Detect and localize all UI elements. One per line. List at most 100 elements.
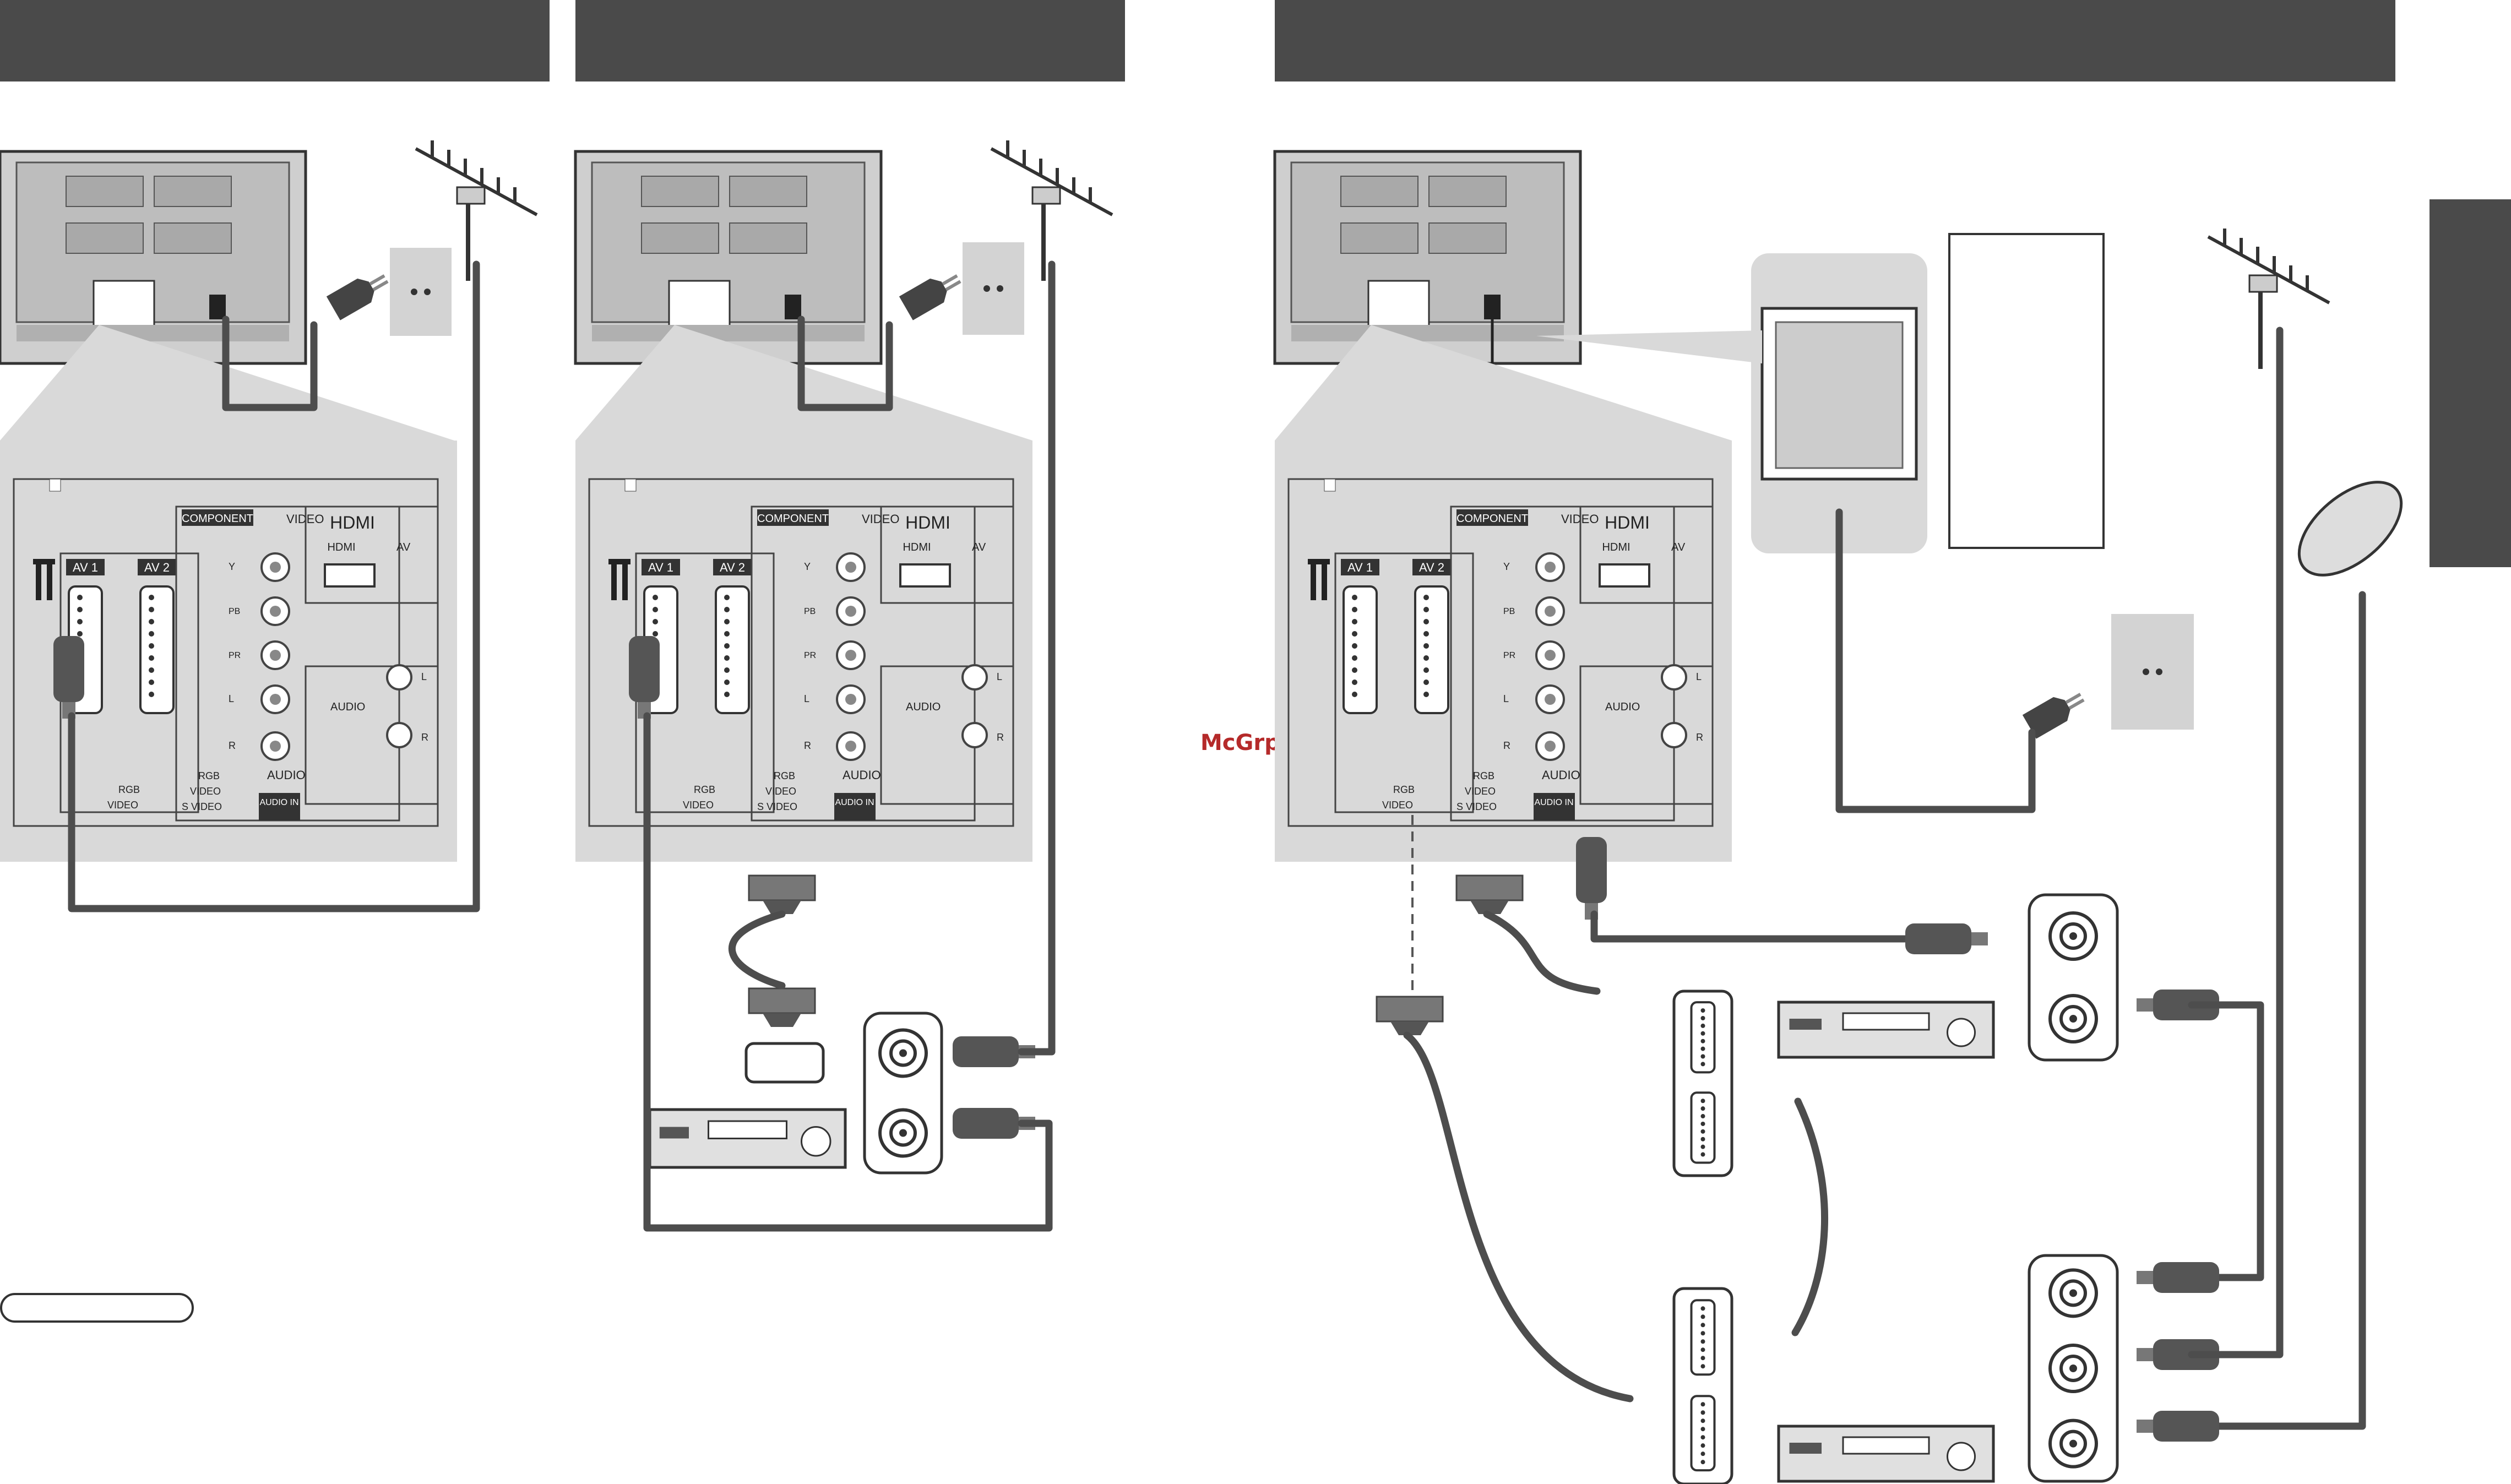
- video-label-av1: VIDEO: [683, 800, 714, 811]
- scart-pin: [1423, 680, 1429, 685]
- scart-panel-3a: [1672, 990, 1733, 1177]
- scart-pin: [653, 631, 658, 637]
- scart-pin: [1352, 643, 1357, 649]
- plug-pin: [945, 280, 961, 291]
- scart-pin: [149, 667, 154, 673]
- scart-socket-pin: [1700, 1039, 1705, 1043]
- section-header-bar-2: [575, 0, 1125, 81]
- av-label: AV: [972, 541, 986, 553]
- scart-pin: [149, 619, 154, 624]
- plug-body: [899, 278, 947, 320]
- s-video-label: S VIDEO: [1456, 801, 1497, 812]
- loop-cable-3: [2188, 1001, 2264, 1281]
- mains-plug-1: [326, 274, 389, 320]
- scart-pin: [149, 595, 154, 600]
- outlet-plate: [2111, 614, 2194, 730]
- scart-socket-pin: [1700, 1435, 1705, 1440]
- component-label-bg: [182, 509, 253, 526]
- scart-pin: [1423, 595, 1429, 600]
- scart-socket-pin: [1700, 1046, 1705, 1051]
- scart-socket-pin: [1700, 1402, 1705, 1407]
- scart-panel: [1672, 990, 1733, 1177]
- tv-terminal-area: [668, 280, 731, 329]
- tv-stand-base: [1291, 325, 1564, 341]
- rgb-label-av2: RGB: [774, 770, 795, 781]
- outlet-hole: [983, 285, 990, 292]
- rca-plug-body: [1905, 923, 1971, 954]
- scart-label-av1: AV 1: [648, 561, 673, 574]
- r-label: R: [229, 740, 236, 751]
- scart-label-bg: [138, 559, 176, 575]
- rca-socket-pin: [899, 1129, 907, 1137]
- scart-plug-neck: [1470, 900, 1509, 914]
- tv-vent: [1428, 222, 1507, 254]
- scart-socket-pin: [1700, 1152, 1705, 1157]
- device-knob: [1947, 1018, 1976, 1047]
- hdmi-port: [324, 563, 376, 588]
- audio-out-label: AUDIO: [330, 701, 365, 713]
- scart-pin: [1352, 655, 1357, 661]
- vcr-2: [648, 1108, 847, 1169]
- pr-label: PR: [804, 651, 816, 660]
- rca-plug-3e: [2137, 1411, 2219, 1442]
- power-callout: [1536, 330, 1762, 363]
- scart-pin: [1352, 595, 1357, 600]
- rca-plug-body: [2153, 1339, 2219, 1370]
- scart-pin: [149, 680, 154, 685]
- scart-pin: [77, 595, 83, 600]
- scart-socket-pin: [1700, 1364, 1705, 1369]
- device-slot: [1842, 1012, 1930, 1031]
- receiver-rca-panel-3: [2028, 1254, 2119, 1483]
- scart-plug-2b: [748, 987, 816, 1027]
- scart-pin: [724, 607, 730, 612]
- scart-socket-pin: [1700, 1137, 1705, 1141]
- scart-label-bg: [713, 559, 752, 575]
- antenna-socket: [624, 479, 637, 492]
- audio-out-jack-r: [961, 722, 988, 748]
- scart-pin: [653, 619, 658, 624]
- device-knob: [801, 1126, 831, 1157]
- power-detail-socket: [1775, 321, 1904, 469]
- hdmi-port: [899, 563, 951, 588]
- scart-pin: [724, 595, 730, 600]
- tv-terminal-area: [93, 280, 155, 329]
- power-cable-2: [797, 316, 893, 411]
- audio-out-l: L: [1696, 671, 1702, 682]
- component-label: COMPONENT: [182, 513, 253, 525]
- satellite-cable: [2204, 591, 2366, 1430]
- scart-pin: [1352, 619, 1357, 624]
- scart-pin: [724, 619, 730, 624]
- rca-jack-center: [845, 562, 856, 573]
- satellite-dish-icon: [2297, 481, 2403, 577]
- scart-plug-head: [748, 874, 816, 901]
- scart-connector-av2: [1414, 585, 1449, 714]
- scart-pin: [77, 619, 83, 624]
- scart-pin: [77, 631, 83, 637]
- scart-plug-2a: [748, 874, 816, 914]
- section-header-bar-3: [1275, 0, 2395, 81]
- scart-pin: [653, 595, 658, 600]
- scart-label-bg: [66, 559, 105, 575]
- l-label: L: [1503, 693, 1509, 704]
- zoom-callout-3: [1275, 325, 1732, 441]
- hdmi-port: [1599, 563, 1650, 588]
- rca-plug-body: [2153, 990, 2219, 1020]
- rgb-label-av1: RGB: [118, 784, 140, 795]
- scart-socket-pin: [1700, 1062, 1705, 1067]
- outlet-hole: [997, 285, 1003, 292]
- scart-pin: [724, 680, 730, 685]
- scart-pin: [149, 631, 154, 637]
- tv-vent: [1340, 176, 1418, 207]
- rca-socket-pin: [899, 1049, 907, 1057]
- rca-plug-body: [2153, 1411, 2219, 1442]
- aerial-3: [2207, 229, 2330, 369]
- rca-jack-center: [845, 606, 856, 617]
- antenna-elements: [2207, 229, 2330, 305]
- scart-socket-pin: [1700, 1023, 1705, 1028]
- rca-plug-body: [1576, 837, 1607, 903]
- outlet-hole: [2156, 668, 2162, 675]
- antenna-clamp: [2248, 274, 2278, 293]
- scart-label-av2: AV 2: [1419, 561, 1444, 574]
